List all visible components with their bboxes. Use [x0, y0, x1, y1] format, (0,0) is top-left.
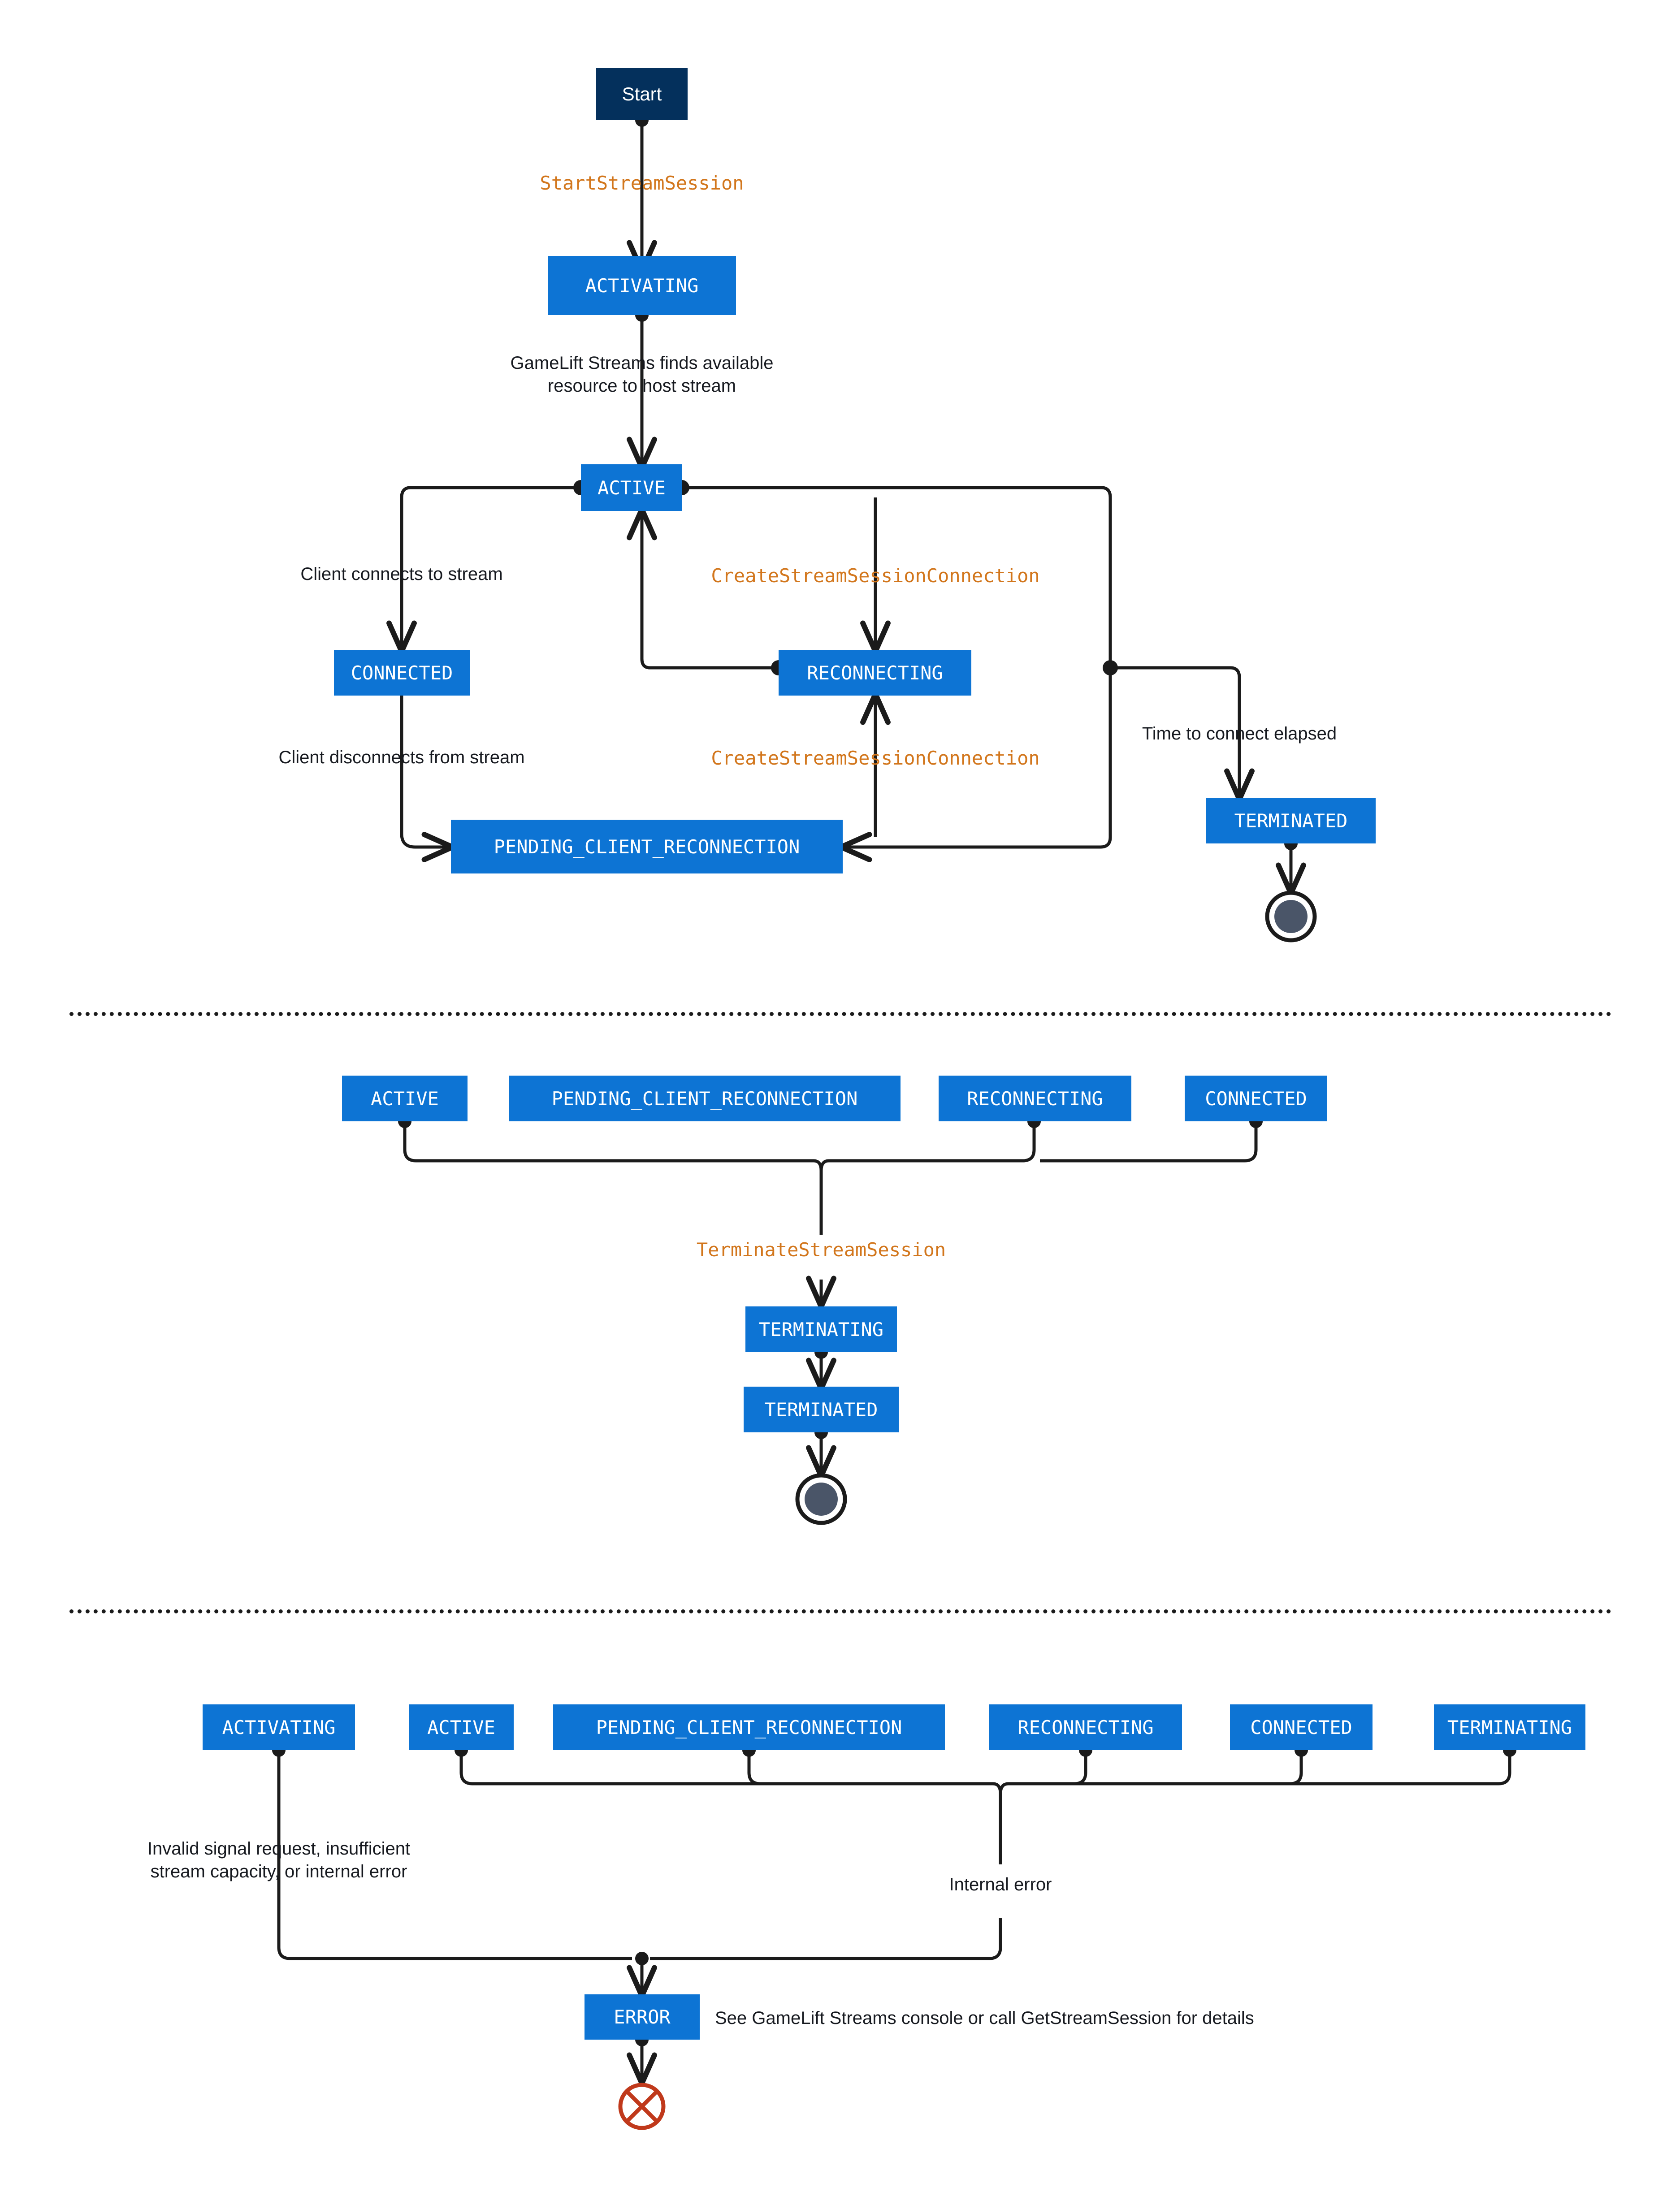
node-err-activating[interactable]: ACTIVATING — [203, 1704, 355, 1750]
label-start-stream-session: StartStreamSession — [540, 172, 744, 194]
section-divider-1 — [69, 1012, 1611, 1016]
label-create-connection-bottom: CreateStreamSessionConnection — [711, 747, 1040, 769]
node-activating[interactable]: ACTIVATING — [548, 256, 736, 315]
label-time-to-connect-elapsed: Time to connect elapsed — [1142, 724, 1337, 744]
section-divider-2 — [69, 1609, 1611, 1613]
node-error[interactable]: ERROR — [585, 1994, 700, 2040]
label-invalid-signal-request: Invalid signal request, insufficient str… — [147, 1839, 411, 1882]
node-terminated[interactable]: TERMINATED — [1206, 798, 1376, 843]
node-pending-client-reconnection[interactable]: PENDING_CLIENT_RECONNECTION — [451, 820, 843, 873]
node-err-reconnecting[interactable]: RECONNECTING — [989, 1704, 1182, 1750]
node-term-terminated[interactable]: TERMINATED — [744, 1387, 899, 1432]
node-start[interactable]: Start — [596, 68, 688, 120]
node-term-reconnecting[interactable]: RECONNECTING — [939, 1076, 1131, 1121]
node-term-connected[interactable]: CONNECTED — [1185, 1076, 1327, 1121]
node-term-active[interactable]: ACTIVE — [342, 1076, 468, 1121]
label-create-connection-top: CreateStreamSessionConnection — [711, 565, 1040, 587]
node-reconnecting[interactable]: RECONNECTING — [779, 650, 971, 696]
label-client-disconnects: Client disconnects from stream — [278, 748, 525, 767]
label-client-connects: Client connects to stream — [300, 564, 503, 584]
node-active[interactable]: ACTIVE — [581, 464, 682, 511]
node-err-connected[interactable]: CONNECTED — [1230, 1704, 1373, 1750]
node-terminating[interactable]: TERMINATING — [745, 1306, 897, 1352]
node-err-terminating[interactable]: TERMINATING — [1434, 1704, 1585, 1750]
label-internal-error: Internal error — [949, 1875, 1052, 1894]
node-err-active[interactable]: ACTIVE — [409, 1704, 514, 1750]
label-finds-resource: GameLift Streams finds available resourc… — [510, 353, 774, 396]
label-error-note: See GameLift Streams console or call Get… — [715, 2008, 1254, 2028]
node-term-pending-client-reconnection[interactable]: PENDING_CLIENT_RECONNECTION — [509, 1076, 901, 1121]
node-connected[interactable]: CONNECTED — [334, 650, 470, 696]
node-err-pending-client-reconnection[interactable]: PENDING_CLIENT_RECONNECTION — [553, 1704, 945, 1750]
label-terminate-stream-session: TerminateStreamSession — [696, 1239, 946, 1261]
